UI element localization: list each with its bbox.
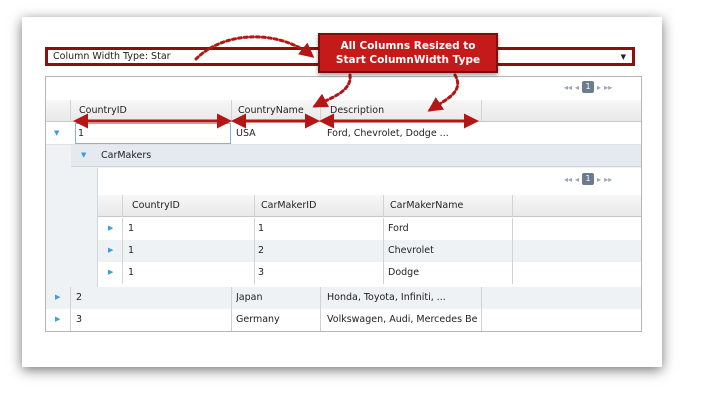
callout-line-2: Start ColumnWidth Type	[335, 54, 481, 66]
chevron-down-icon[interactable]: ▼	[620, 53, 626, 61]
page-number-button[interactable]: 1	[582, 173, 595, 185]
header-countryname[interactable]: CountryName	[238, 105, 304, 116]
cell-countryid: 2	[76, 292, 83, 303]
first-page-icon[interactable]: ◂◂	[564, 174, 573, 184]
expand-right-icon[interactable]: ▶	[55, 315, 61, 323]
child-header-carmakername[interactable]: CarMakerName	[390, 200, 464, 211]
table-row[interactable]: ▶ 3 Germany Volkswagen, Audi, Mercedes B…	[46, 309, 641, 331]
child-grid: ◂◂ ◂ 1 ▸ ▸▸ CountryID CarMakerID CarMake…	[97, 168, 641, 287]
child-header-row: CountryID CarMakerID CarMakerName	[98, 195, 641, 217]
child-header-countryid[interactable]: CountryID	[132, 200, 180, 211]
expand-right-icon[interactable]: ▶	[108, 246, 114, 254]
expand-down-icon[interactable]: ▼	[81, 151, 87, 159]
callout-line-1: All Columns Resized to	[340, 40, 476, 52]
header-description[interactable]: Description	[330, 105, 385, 116]
child-table-header: ▼ CarMakers	[71, 145, 641, 167]
table-row[interactable]: ▶ 2 Japan Honda, Toyota, Infiniti, ...	[46, 287, 641, 309]
child-table-row[interactable]: ▶ 1 1 Ford	[98, 218, 641, 240]
radgridview: ◂◂ ◂ 1 ▸ ▸▸ CountryID CountryName Descri…	[45, 76, 642, 332]
next-page-icon[interactable]: ▸	[597, 82, 602, 92]
cell-countryid: 3	[76, 314, 83, 325]
child-cell-carmakername: Ford	[388, 223, 409, 234]
header-countryid[interactable]: CountryID	[79, 105, 127, 116]
annotation-callout: All Columns Resized to Start ColumnWidth…	[318, 33, 498, 73]
expand-right-icon[interactable]: ▶	[108, 224, 114, 232]
cell-countryid[interactable]: 1	[75, 123, 231, 144]
expand-right-icon[interactable]: ▶	[108, 268, 114, 276]
expand-right-icon[interactable]: ▶	[55, 293, 61, 301]
child-table-row[interactable]: ▶ 1 3 Dodge	[98, 262, 641, 284]
main-pager: ◂◂ ◂ 1 ▸ ▸▸	[564, 81, 612, 93]
table-row[interactable]: ▼ 1 USA Ford, Chevrolet, Dodge ...	[46, 123, 641, 145]
cell-countryname: USA	[236, 128, 256, 139]
next-page-icon[interactable]: ▸	[597, 174, 602, 184]
prev-page-icon[interactable]: ◂	[575, 174, 580, 184]
child-header-carmakerid[interactable]: CarMakerID	[261, 200, 317, 211]
child-cell-carmakerid: 3	[258, 267, 265, 278]
child-table-title: CarMakers	[101, 150, 152, 161]
last-page-icon[interactable]: ▸▸	[604, 174, 613, 184]
child-cell-carmakername: Chevrolet	[388, 245, 434, 256]
cell-description: Ford, Chevrolet, Dodge ...	[327, 128, 449, 139]
last-page-icon[interactable]: ▸▸	[604, 82, 613, 92]
cell-countryname: Germany	[236, 314, 280, 325]
expand-down-icon[interactable]: ▼	[54, 129, 60, 137]
child-pager: ◂◂ ◂ 1 ▸ ▸▸	[564, 173, 612, 185]
first-page-icon[interactable]: ◂◂	[564, 82, 573, 92]
child-cell-countryid: 1	[128, 245, 135, 256]
child-cell-countryid: 1	[128, 223, 135, 234]
dropdown-selected-value: Column Width Type: Star	[53, 51, 171, 62]
child-cell-carmakerid: 1	[258, 223, 265, 234]
cell-description: Volkswagen, Audi, Mercedes Be	[327, 314, 478, 325]
child-cell-carmakerid: 2	[258, 245, 265, 256]
cell-description: Honda, Toyota, Infiniti, ...	[327, 292, 446, 303]
child-cell-countryid: 1	[128, 267, 135, 278]
prev-page-icon[interactable]: ◂	[575, 82, 580, 92]
main-header-row: CountryID CountryName Description	[46, 100, 641, 122]
child-table-row[interactable]: ▶ 1 2 Chevrolet	[98, 240, 641, 262]
cell-countryname: Japan	[236, 292, 263, 303]
page-number-button[interactable]: 1	[582, 81, 595, 93]
child-cell-carmakername: Dodge	[388, 267, 420, 278]
